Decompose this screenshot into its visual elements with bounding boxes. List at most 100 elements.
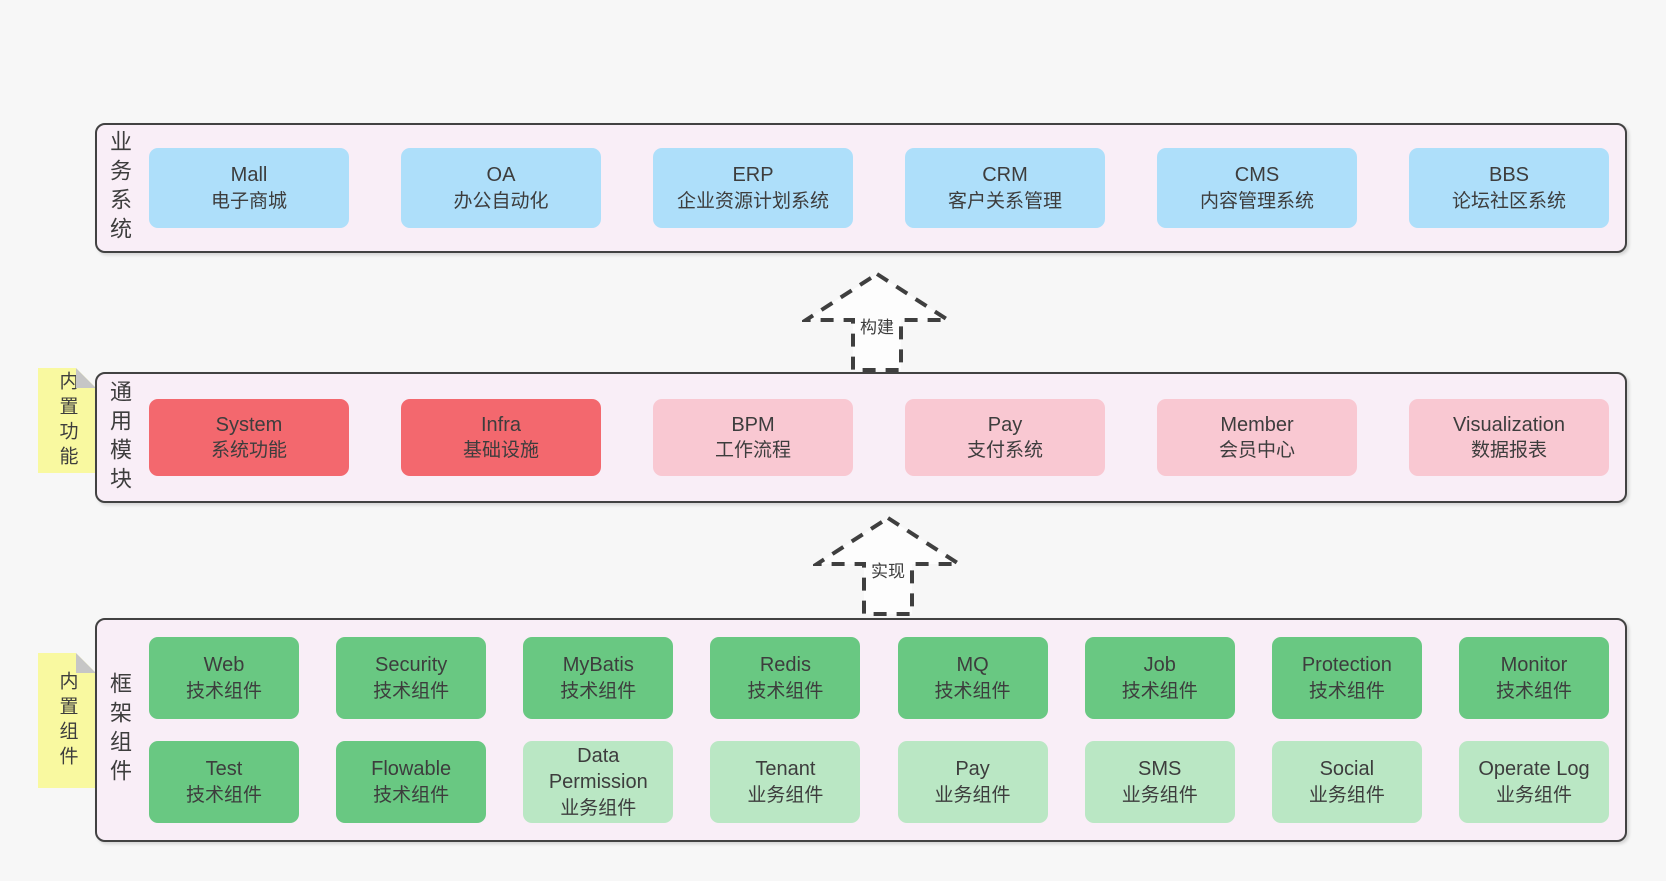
box-security: Security 技术组件	[336, 637, 487, 719]
box-subtitle: 会员中心	[1218, 440, 1295, 462]
box-title: Test	[205, 758, 243, 781]
box-subtitle: 技术组件	[560, 680, 637, 702]
box-subtitle: 业务组件	[1308, 784, 1385, 806]
box-title: Tenant	[755, 758, 816, 781]
box-title: Pay	[955, 758, 990, 781]
box-mq: MQ 技术组件	[897, 637, 1048, 719]
components-rows-wrap: Web 技术组件 Security 技术组件 MyBatis 技术组件 Redi…	[149, 620, 1609, 840]
box-subtitle: 客户关系管理	[947, 190, 1062, 212]
box-title: Web	[203, 654, 245, 677]
box-mall: Mall 电子商城	[149, 148, 349, 228]
box-subtitle: 业务组件	[934, 784, 1011, 806]
box-redis: Redis 技术组件	[710, 637, 861, 719]
box-title: CMS	[1234, 164, 1280, 187]
box-visualization: Visualization 数据报表	[1409, 399, 1609, 476]
box-title: Pay	[987, 413, 1023, 436]
box-title: SMS	[1138, 758, 1182, 781]
box-social: Social 业务组件	[1271, 741, 1422, 823]
box-monitor: Monitor 技术组件	[1458, 637, 1609, 719]
box-crm: CRM 客户关系管理	[905, 148, 1105, 228]
box-title: Security	[375, 654, 448, 677]
box-job: Job 技术组件	[1084, 637, 1235, 719]
box-title: BPM	[731, 413, 775, 436]
arrow-build: 构建	[802, 266, 952, 376]
band-label-business: 业务系统	[104, 125, 134, 251]
box-cms: CMS 内容管理系统	[1157, 148, 1357, 228]
arrow-build-label: 构建	[856, 312, 898, 339]
box-test: Test 技术组件	[149, 741, 299, 823]
sticky-text: 内置功能	[56, 370, 78, 471]
components-row-tech: Web 技术组件 Security 技术组件 MyBatis 技术组件 Redi…	[149, 637, 1609, 719]
modules-box-row: System 系统功能 Infra 基础设施 BPM 工作流程 Pay 支付系统…	[149, 399, 1609, 476]
box-title: MQ	[956, 654, 989, 677]
band-business-systems: 业务系统 Mall 电子商城 OA 办公自动化 ERP 企业资源计划系统 CRM	[95, 123, 1627, 253]
box-title: Social	[1319, 758, 1375, 781]
box-subtitle: 技术组件	[373, 680, 450, 702]
box-title: OA	[486, 164, 516, 187]
band-framework-components: 框架组件 Web 技术组件 Security 技术组件 MyBatis 技术组件…	[95, 618, 1627, 842]
sticky-built-in-components: 内置组件	[38, 653, 96, 788]
box-subtitle: 数据报表	[1470, 440, 1547, 462]
box-subtitle: 办公自动化	[453, 190, 549, 212]
box-oa: OA 办公自动化	[401, 148, 601, 228]
box-title: Data Permission	[548, 745, 648, 794]
box-data-permission: Data Permission 业务组件	[523, 741, 674, 823]
box-protection: Protection 技术组件	[1271, 637, 1422, 719]
box-member: Member 会员中心	[1157, 399, 1357, 476]
box-title: Member	[1220, 413, 1294, 436]
box-title: Redis	[759, 654, 811, 677]
box-subtitle: 基础设施	[462, 440, 539, 462]
box-mybatis: MyBatis 技术组件	[523, 637, 674, 719]
box-subtitle: 工作流程	[714, 440, 791, 462]
box-title: ERP	[732, 164, 774, 187]
box-subtitle: 技术组件	[1308, 680, 1385, 702]
box-subtitle: 电子商城	[210, 190, 287, 212]
band-common-modules: 通用模块 System 系统功能 Infra 基础设施 BPM 工作流程 Pay	[95, 372, 1627, 503]
box-title: Flowable	[371, 758, 452, 781]
box-pay: Pay 支付系统	[905, 399, 1105, 476]
box-subtitle: 技术组件	[185, 784, 262, 806]
box-title: BBS	[1488, 164, 1530, 187]
box-subtitle: 系统功能	[210, 440, 287, 462]
box-title: Mall	[230, 164, 268, 187]
box-title: CRM	[982, 164, 1028, 187]
box-pay-business: Pay 业务组件	[897, 741, 1048, 823]
sticky-built-in-features: 内置功能	[38, 368, 96, 473]
box-web: Web 技术组件	[149, 637, 299, 719]
box-subtitle: 技术组件	[373, 784, 450, 806]
box-infra: Infra 基础设施	[401, 399, 601, 476]
box-subtitle: 业务组件	[560, 797, 637, 819]
sticky-fold-corner-icon	[76, 653, 96, 673]
box-subtitle: 业务组件	[1121, 784, 1198, 806]
box-title: Infra	[480, 413, 522, 436]
box-subtitle: 论坛社区系统	[1451, 190, 1566, 212]
box-title: Job	[1143, 654, 1176, 677]
box-operate-log: Operate Log 业务组件	[1458, 741, 1609, 823]
box-subtitle: 技术组件	[747, 680, 824, 702]
box-bpm: BPM 工作流程	[653, 399, 853, 476]
box-subtitle: 业务组件	[747, 784, 824, 806]
box-title: Monitor	[1500, 654, 1568, 677]
box-flowable: Flowable 技术组件	[336, 741, 487, 823]
band-label-components: 框架组件	[104, 620, 134, 840]
business-box-row-wrap: Mall 电子商城 OA 办公自动化 ERP 企业资源计划系统 CRM 客户关系…	[149, 125, 1609, 251]
box-title: MyBatis	[562, 654, 634, 677]
sticky-fold-corner-icon	[76, 368, 96, 388]
box-subtitle: 技术组件	[1121, 680, 1198, 702]
box-subtitle: 技术组件	[185, 680, 262, 702]
box-subtitle: 企业资源计划系统	[676, 190, 829, 212]
box-sms: SMS 业务组件	[1084, 741, 1235, 823]
box-title: Visualization	[1453, 413, 1565, 436]
modules-box-row-wrap: System 系统功能 Infra 基础设施 BPM 工作流程 Pay 支付系统…	[149, 374, 1609, 501]
box-subtitle: 技术组件	[1495, 680, 1572, 702]
box-tenant: Tenant 业务组件	[710, 741, 861, 823]
box-title: Protection	[1301, 654, 1392, 677]
box-system: System 系统功能	[149, 399, 349, 476]
components-row-business: Test 技术组件 Flowable 技术组件 Data Permission …	[149, 741, 1609, 823]
band-label-modules: 通用模块	[104, 374, 134, 501]
band-label-text: 通用模块	[107, 379, 132, 496]
arrow-implement: 实现	[813, 510, 963, 620]
band-label-text: 框架组件	[107, 672, 132, 788]
box-subtitle: 支付系统	[966, 440, 1043, 462]
